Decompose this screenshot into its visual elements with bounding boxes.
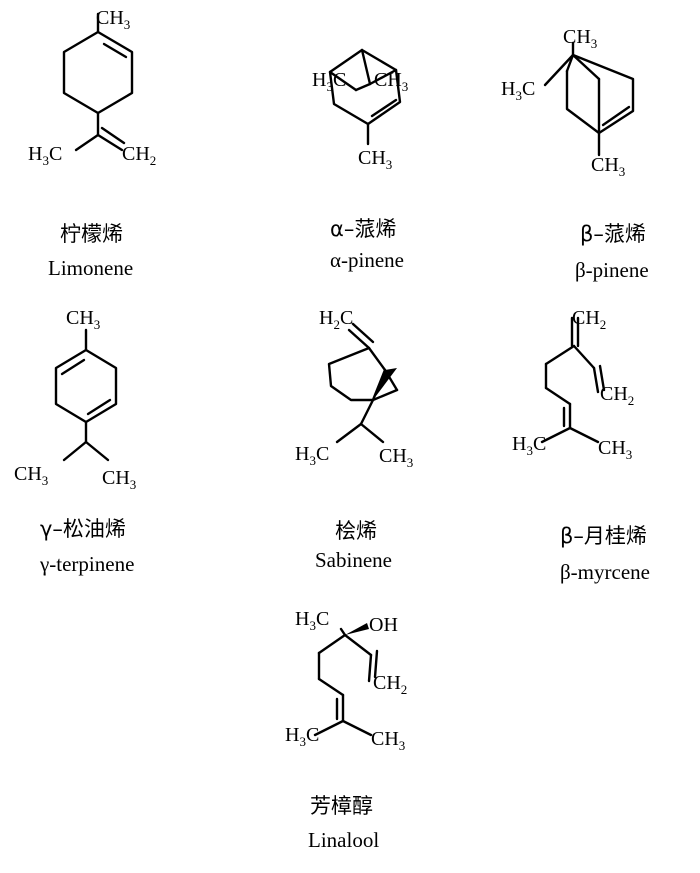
gamma-terpinene-structure: CH3 CH3 CH3 <box>14 307 136 490</box>
sabinene-name-cn: 桧烯 <box>335 519 377 543</box>
limonene-name-cn: 柠檬烯 <box>60 222 123 246</box>
sabinene-structure: H2C H3C CH3 <box>295 307 413 470</box>
alpha-pinene-name-en: α-pinene <box>330 248 404 272</box>
beta-myrcene-top-label: CH2 <box>572 307 606 332</box>
beta-pinene-name-cn: β–蒎烯 <box>580 222 646 246</box>
limonene-left-label: H3C <box>28 143 62 168</box>
beta-myrcene-right-label: CH3 <box>598 437 632 462</box>
beta-pinene-bottom-label: CH3 <box>591 154 625 179</box>
beta-pinene-left-label: H3C <box>501 78 535 103</box>
beta-myrcene-structure: CH2 CH2 H3C CH3 <box>512 307 634 462</box>
beta-pinene-top-label: CH3 <box>563 26 597 51</box>
alpha-pinene-structure: H3C CH3 CH3 <box>312 48 408 172</box>
sabinene-right-label: CH3 <box>379 445 413 470</box>
limonene-name-en: Limonene <box>48 256 134 280</box>
limonene-structure: CH3 H3C CH2 <box>28 7 156 168</box>
beta-pinene-structure: CH3 H3C CH3 <box>501 26 635 179</box>
gamma-terpinene-top-label: CH3 <box>66 307 100 332</box>
linalool-structure: H3C OH CH2 H3C CH3 <box>285 608 407 753</box>
beta-pinene-name-en: β-pinene <box>575 258 649 282</box>
beta-myrcene-name-en: β-myrcene <box>560 560 650 584</box>
linalool-mid-label: CH2 <box>373 672 407 697</box>
linalool-name-cn: 芳樟醇 <box>310 794 373 818</box>
sabinene-left-label: H3C <box>295 443 329 468</box>
beta-myrcene-name-cn: β–月桂烯 <box>560 524 647 548</box>
limonene-right-label: CH2 <box>122 143 156 168</box>
alpha-pinene-right-label: CH3 <box>374 69 408 94</box>
gamma-terpinene-left-label: CH3 <box>14 463 48 488</box>
linalool-right-label: CH3 <box>371 728 405 753</box>
gamma-terpinene-name-cn: γ–松油烯 <box>40 517 126 541</box>
linalool-name-en: Linalool <box>308 828 380 852</box>
limonene-top-label: CH3 <box>96 7 130 32</box>
beta-myrcene-mid-label: CH2 <box>600 383 634 408</box>
gamma-terpinene-right-label: CH3 <box>102 467 136 490</box>
linalool-oh-label: OH <box>369 614 398 636</box>
gamma-terpinene-name-en: γ-terpinene <box>40 552 135 576</box>
sabinene-top-label: H2C <box>319 307 353 332</box>
sabinene-name-en: Sabinene <box>315 548 392 572</box>
linalool-left-label: H3C <box>285 724 319 749</box>
beta-myrcene-left-label: H3C <box>512 433 546 458</box>
linalool-top-left-label: H3C <box>295 608 329 633</box>
alpha-pinene-name-cn: α–蒎烯 <box>330 217 397 241</box>
alpha-pinene-left-label: H3C <box>312 69 346 94</box>
alpha-pinene-bottom-label: CH3 <box>358 147 392 172</box>
